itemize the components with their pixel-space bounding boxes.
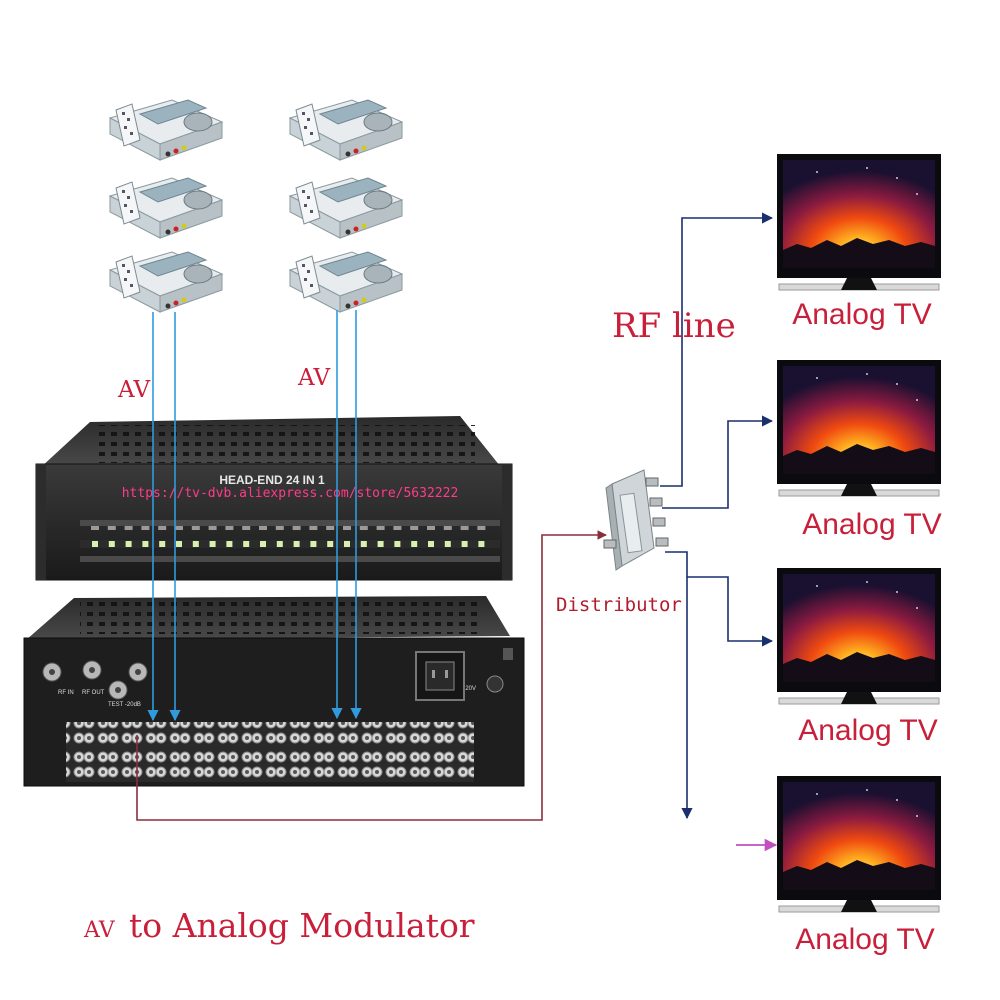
analog-tv: Analog TV: [776, 153, 942, 331]
channel-led: [444, 541, 451, 547]
channel-led: [293, 541, 300, 547]
channel-led: [428, 541, 434, 547]
channel-led: [176, 541, 182, 547]
headend-brand-label: HEAD-END 24 IN 1: [219, 473, 325, 487]
tv-label: Analog TV: [795, 923, 935, 956]
analog-tv: Analog TV: [776, 775, 942, 956]
set-top-box: [109, 251, 223, 313]
channel-button: [376, 526, 385, 530]
channel-button: [460, 526, 469, 530]
set-top-box-group-left: [109, 99, 223, 313]
rf-distributor: [603, 469, 669, 571]
analog-tv: Analog TV: [776, 567, 942, 747]
analog-tv: Analog TV: [776, 359, 942, 541]
channel-led-indicators: [91, 526, 486, 547]
channel-led: [327, 541, 334, 547]
channel-button: [477, 526, 486, 530]
channel-button: [124, 526, 133, 530]
channel-led: [243, 541, 250, 547]
port-label: TEST -20dB: [108, 702, 141, 708]
channel-button: [275, 526, 284, 530]
channel-led: [344, 541, 350, 547]
channel-button: [175, 526, 183, 530]
tv-screen: [776, 567, 942, 705]
channel-led: [411, 541, 418, 547]
rf-line-label: RF line: [612, 306, 736, 346]
port-label: RF IN: [58, 690, 74, 696]
tv-label: Analog TV: [802, 508, 942, 541]
set-top-box: [289, 99, 403, 161]
port-label: RF OUT: [82, 690, 105, 696]
channel-led: [192, 541, 199, 547]
tv-label: Analog TV: [798, 714, 938, 747]
channel-button: [107, 526, 116, 530]
channel-button: [141, 526, 150, 530]
channel-led: [360, 541, 367, 547]
distributor-label: Distributor: [556, 594, 682, 616]
channel-led: [142, 541, 149, 547]
caption-title: to Analog Modulator: [129, 906, 475, 945]
channel-led: [276, 541, 283, 547]
power-socket: [415, 648, 513, 701]
channel-module-row: [80, 520, 500, 562]
channel-button: [393, 526, 402, 530]
set-top-box: [109, 99, 223, 161]
caption-prefix: AV: [83, 918, 116, 943]
tv-feed-arrow: [660, 212, 774, 487]
rf-output-line: [136, 530, 607, 821]
channel-button: [158, 526, 167, 530]
channel-led: [92, 541, 98, 547]
set-top-box: [289, 177, 403, 239]
channel-button: [91, 526, 99, 530]
tv-screen: [776, 775, 942, 913]
headend-rear-unit: RF IN RF OUT TEST -20dB AC 220V: [23, 596, 525, 787]
set-top-box: [109, 177, 223, 239]
channel-led: [159, 541, 166, 547]
channel-led: [125, 541, 132, 547]
tv-screen: [776, 153, 942, 291]
channel-button: [259, 526, 267, 530]
channel-led: [226, 541, 233, 547]
tv-screen: [776, 359, 942, 497]
rf-connector-panel: RF IN RF OUT TEST -20dB AC 220V: [42, 660, 476, 708]
tv-feed-arrow: [662, 415, 774, 509]
channel-led: [310, 541, 317, 547]
channel-button: [191, 526, 200, 530]
set-top-box: [289, 251, 403, 313]
av-input-jack-row: [66, 722, 474, 782]
channel-button: [343, 526, 351, 530]
av-label-left: AV: [117, 377, 150, 403]
channel-led: [478, 541, 485, 547]
channel-led: [394, 541, 401, 547]
channel-led: [377, 541, 384, 547]
channel-button: [427, 526, 435, 530]
channel-button: [309, 526, 318, 530]
channel-led: [209, 541, 216, 547]
channel-led: [461, 541, 468, 547]
channel-button: [410, 526, 419, 530]
rf-output-branches: [660, 212, 774, 820]
channel-led: [260, 541, 266, 547]
channel-button: [359, 526, 368, 530]
set-top-box-group-right: [289, 99, 403, 313]
tv-label: Analog TV: [792, 298, 932, 331]
channel-button: [208, 526, 217, 530]
headend-front-unit: HEAD-END 24 IN 1 https://tv-dvb.aliexpre…: [35, 416, 513, 581]
channel-button: [292, 526, 301, 530]
channel-button: [225, 526, 234, 530]
av-label-right: AV: [297, 365, 330, 391]
channel-button: [326, 526, 335, 530]
channel-led: [108, 541, 115, 547]
channel-button: [242, 526, 251, 530]
store-url-watermark: https://tv-dvb.aliexpress.com/store/5632…: [122, 486, 459, 501]
av-input-arrows: [147, 310, 362, 722]
channel-button: [443, 526, 452, 530]
tv-feed-arrow: [665, 551, 774, 647]
